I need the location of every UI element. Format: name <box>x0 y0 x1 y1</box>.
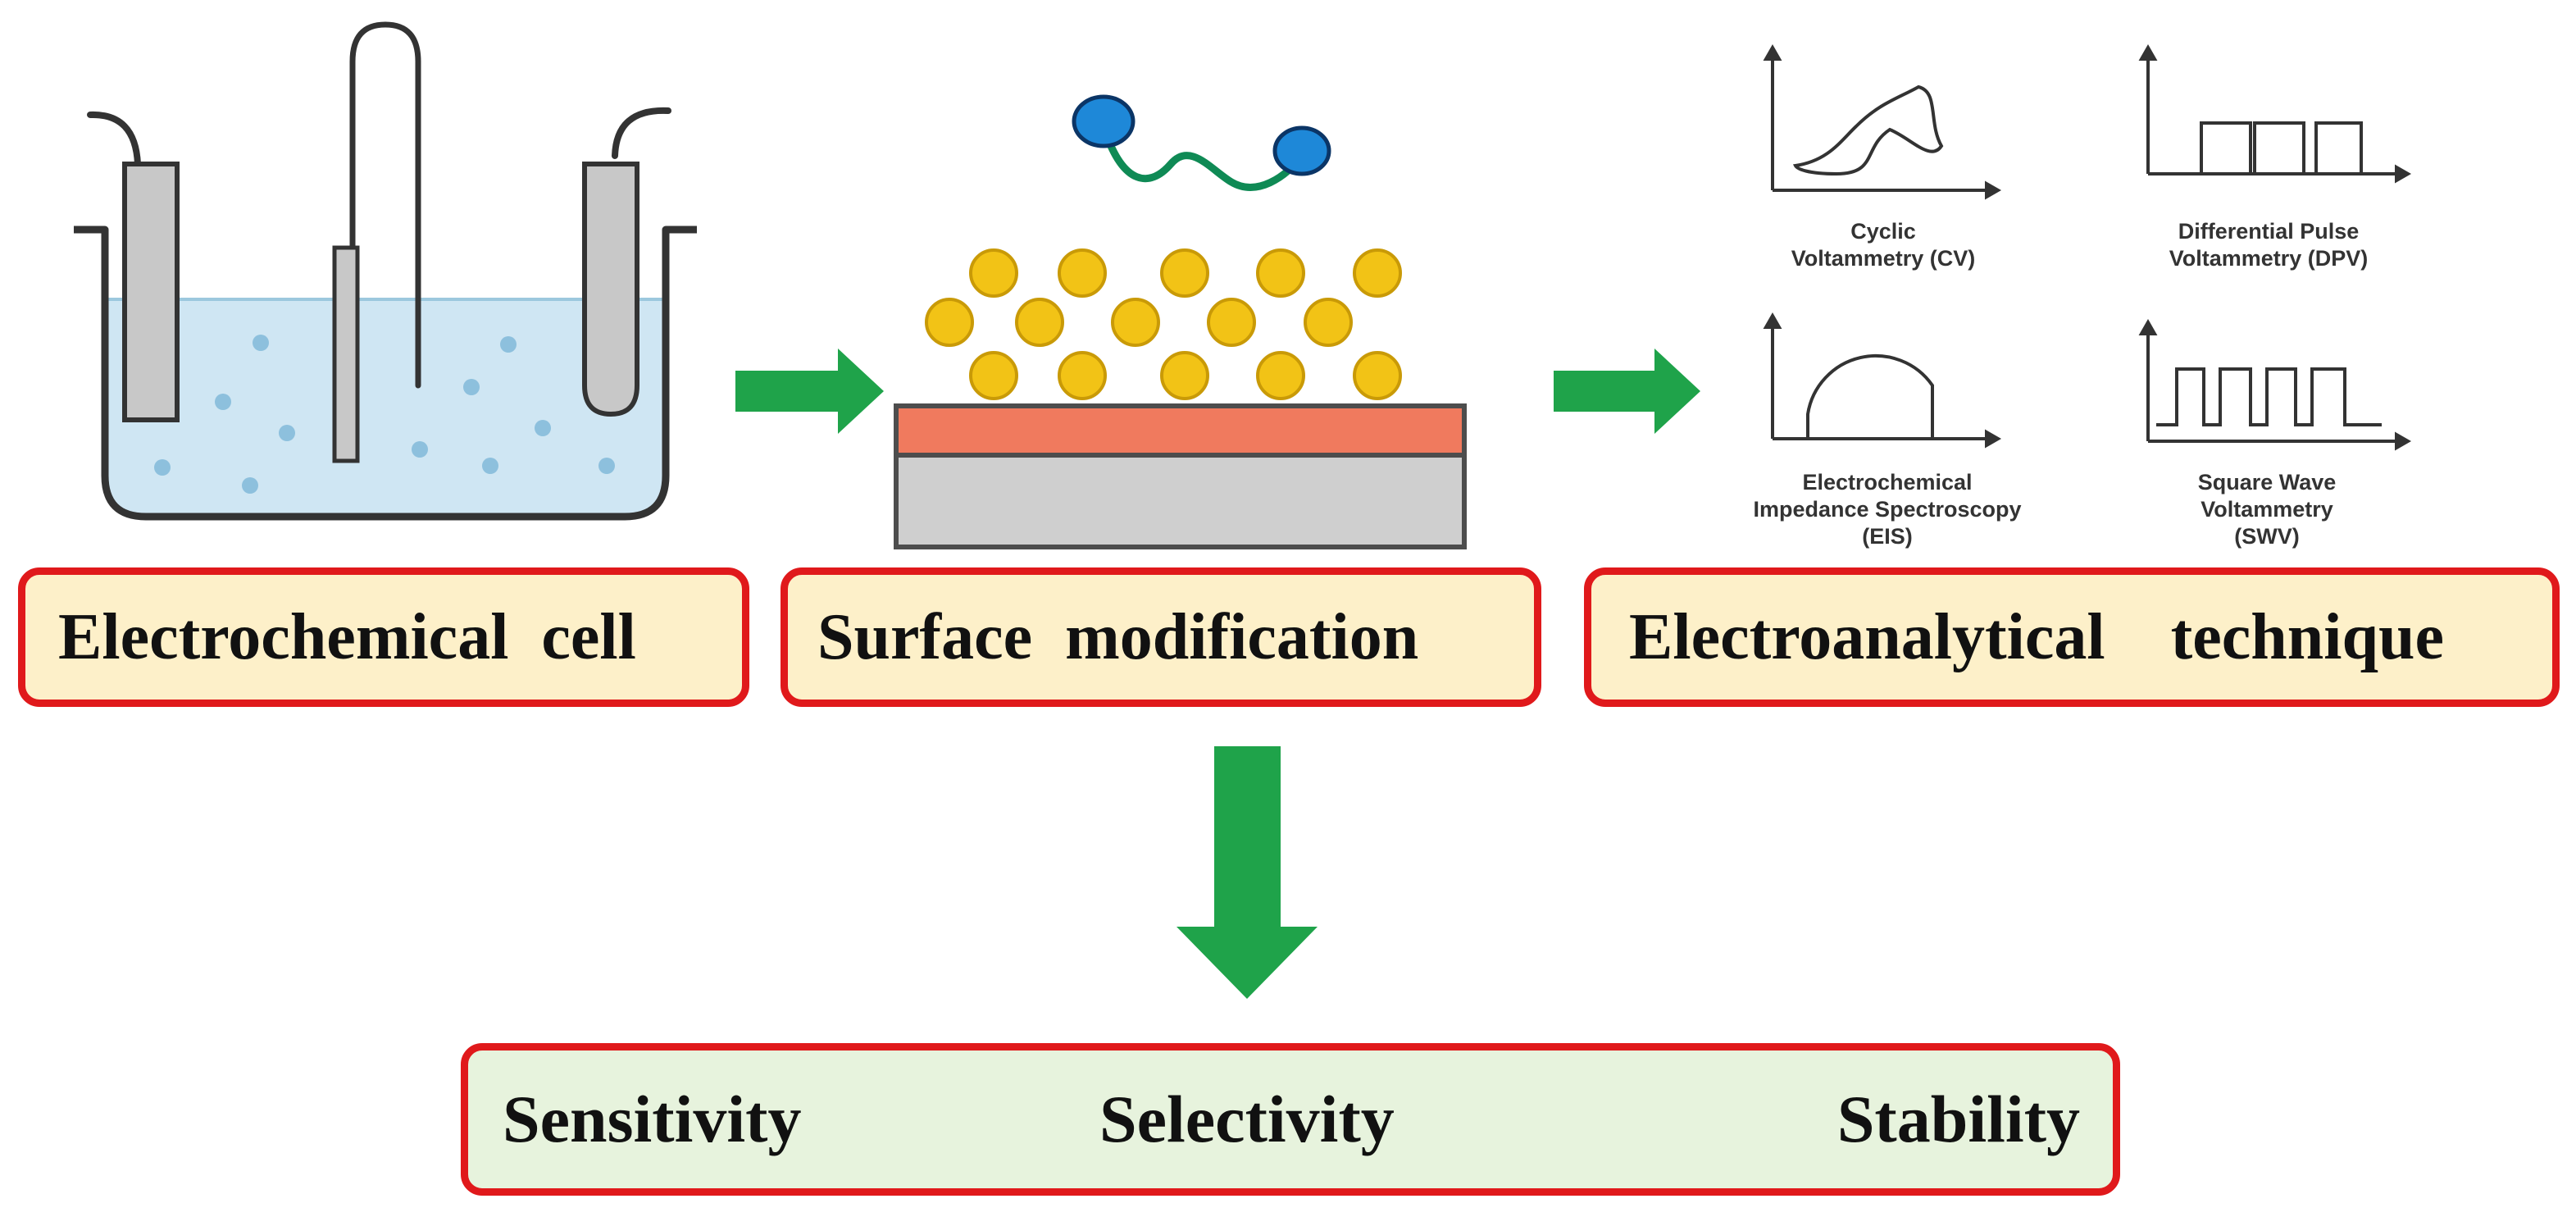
electrochemical-cell-label: Electrochemical cell <box>58 601 636 673</box>
reference-electrode <box>332 21 421 463</box>
solution <box>105 299 666 517</box>
arrow-down-icon <box>1176 746 1318 999</box>
selectivity-label: Selectivity <box>1099 1082 1395 1156</box>
stability-label: Stability <box>1836 1082 2080 1156</box>
probe-molecule-linker <box>1101 127 1309 191</box>
electroanalytical-technique-label-box: Electroanalytical technique <box>1584 567 2560 707</box>
modifier-layer <box>894 403 1467 458</box>
modified-electrode-illustration <box>894 94 1467 549</box>
swv-caption: Square Wave Voltammetry (SWV) <box>2197 470 2337 549</box>
dpv-plot <box>2138 43 2412 184</box>
solution-ions <box>154 335 615 494</box>
cv-caption: Cyclic Voltammetry (CV) <box>1791 219 1976 271</box>
arrow-right-icon <box>1554 349 1700 434</box>
working-electrode <box>87 111 180 422</box>
eis-caption: Electrochemical Impedance Spectroscopy (… <box>1753 470 2022 549</box>
nanoparticles <box>925 248 1402 400</box>
electrochemical-cell-label-box: Electrochemical cell <box>18 567 749 707</box>
probe-end-right <box>1272 125 1331 176</box>
sensitivity-label: Sensitivity <box>503 1082 802 1156</box>
dpv-caption: Differential Pulse Voltammetry (DPV) <box>2169 219 2369 271</box>
electrochemical-cell-illustration <box>74 21 697 521</box>
counter-electrode <box>582 107 671 417</box>
surface-modification-label-box: Surface modification <box>781 567 1541 707</box>
arrow-right-icon <box>735 349 884 434</box>
cv-plot <box>1763 43 2002 200</box>
electroanalytical-technique-label: Electroanalytical technique <box>1629 601 2444 673</box>
electrode-substrate <box>894 453 1467 549</box>
swv-plot <box>2138 318 2412 451</box>
probe-end-left <box>1072 94 1136 148</box>
eis-plot <box>1763 312 2002 449</box>
performance-outcomes-box: Sensitivity Selectivity Stability <box>461 1043 2120 1196</box>
surface-modification-label: Surface modification <box>817 601 1419 673</box>
beaker <box>74 226 697 521</box>
